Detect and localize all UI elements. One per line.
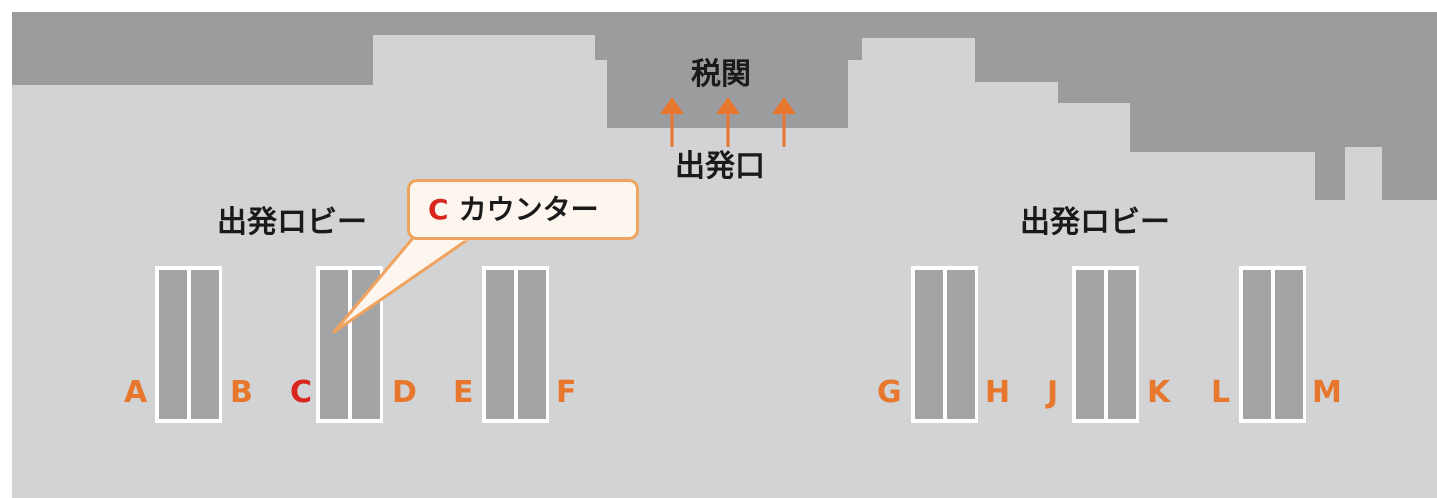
departure-gate-label: 出発口 bbox=[675, 149, 765, 184]
counter-label-h[interactable]: H bbox=[985, 375, 1011, 410]
counter-label-j[interactable]: J bbox=[1047, 375, 1059, 410]
counter-label-d[interactable]: D bbox=[392, 375, 417, 410]
counter-label-f[interactable]: F bbox=[556, 375, 577, 410]
departure-arrows bbox=[660, 97, 796, 147]
counter-island-lm[interactable] bbox=[1239, 266, 1306, 423]
arrow-right-head bbox=[772, 97, 796, 114]
counter-island-gh[interactable] bbox=[911, 266, 978, 423]
counter-island-ef[interactable] bbox=[482, 266, 549, 423]
counter-label-m[interactable]: M bbox=[1312, 375, 1342, 410]
arrow-left-head bbox=[660, 97, 684, 114]
counter-label-e[interactable]: E bbox=[453, 375, 474, 410]
customs-label: 税関 bbox=[691, 57, 751, 92]
counter-label-g[interactable]: G bbox=[877, 375, 902, 410]
counter-label-k[interactable]: K bbox=[1147, 375, 1171, 410]
callout-text: カウンター bbox=[458, 193, 599, 226]
counter-label-c[interactable]: C bbox=[290, 375, 313, 410]
counter-label-a[interactable]: A bbox=[124, 375, 148, 410]
callout-letter: C bbox=[428, 193, 449, 226]
counter-c-callout: C カウンター bbox=[407, 179, 639, 240]
arrow-middle-head bbox=[716, 97, 740, 114]
lobby-left-label: 出発ロビー bbox=[217, 205, 367, 240]
counter-island-ab[interactable] bbox=[155, 266, 222, 423]
counter-island-jk[interactable] bbox=[1072, 266, 1139, 423]
lobby-right-label: 出発ロビー bbox=[1020, 205, 1170, 240]
counter-label-l[interactable]: L bbox=[1211, 375, 1231, 410]
counter-label-b[interactable]: B bbox=[230, 375, 253, 410]
